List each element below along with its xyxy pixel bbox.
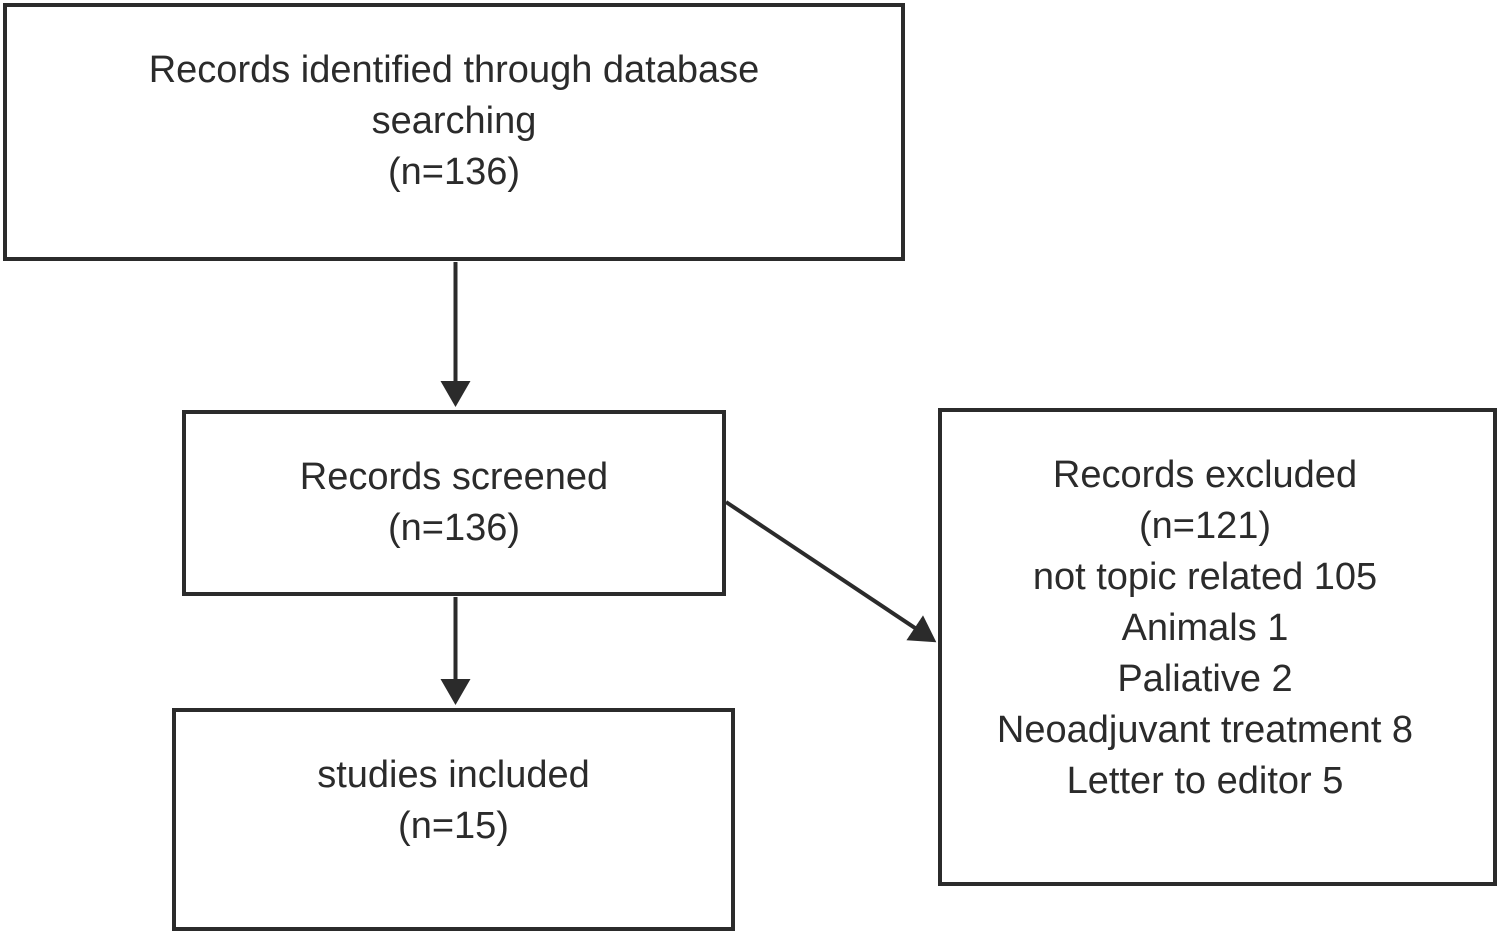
box-studies-included: studies included (n=15): [172, 708, 735, 931]
records-screened-count: (n=136): [387, 507, 521, 549]
records-excluded-count: (n=121): [1138, 505, 1272, 547]
excluded-reason-not-topic-related: not topic related 105: [1032, 556, 1378, 598]
records-identified-count: (n=136): [387, 151, 521, 193]
excluded-reason-neoadjuvant-treatment: Neoadjuvant treatment 8: [996, 709, 1414, 751]
records-identified-line-2: searching: [371, 100, 537, 142]
studies-included-count: (n=15): [398, 805, 509, 847]
box-records-screened: Records screened (n=136): [182, 410, 726, 596]
excluded-reason-paliative: Paliative 2: [1117, 658, 1293, 700]
box-records-identified: Records identified through database sear…: [3, 3, 905, 261]
records-identified-line-1: Records identified through database: [148, 49, 760, 91]
excluded-reason-animals: Animals 1: [1121, 607, 1289, 649]
records-screened-line-1: Records screened: [299, 456, 609, 498]
excluded-reason-letter-to-editor: Letter to editor 5: [1066, 760, 1344, 802]
studies-included-line-1: studies included: [317, 754, 590, 796]
records-excluded-line-1: Records excluded: [1052, 454, 1358, 496]
arrow-screened-to-excluded: [724, 500, 937, 643]
box-records-excluded: Records excluded (n=121) not topic relat…: [938, 408, 1497, 886]
